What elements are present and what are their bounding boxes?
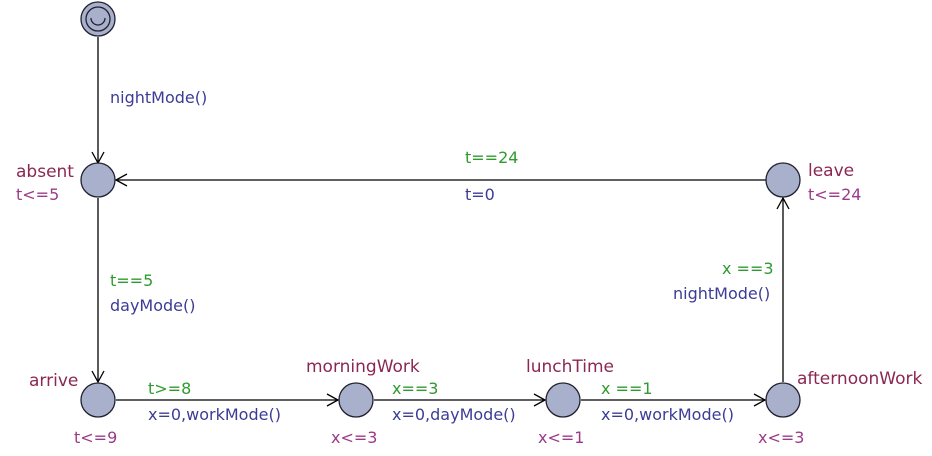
guard-t-ge-8: t>=8 [148,379,191,398]
label-lunchtime: lunchTime [526,357,614,377]
initial-location[interactable] [80,1,116,37]
initial-marker-icon [90,17,106,26]
update-t-reset: t=0 [465,185,495,204]
location-absent[interactable] [80,162,116,198]
edge-morningwork-to-lunchtime[interactable] [374,393,547,407]
edge-arrive-to-morningwork[interactable] [116,393,340,407]
edge-afternoonwork-to-leave[interactable] [776,196,790,382]
guard-t-eq-5: t==5 [110,271,153,290]
sync-nightmode-initial: nightMode() [110,88,207,107]
sync-daymode: dayMode() [110,296,196,315]
update-arrive-morning: x=0,workMode() [148,405,281,424]
location-arrive[interactable] [80,382,116,418]
location-leave[interactable] [765,162,801,198]
invariant-absent: t<=5 [16,185,59,204]
sync-nightmode-afternoon: nightMode() [673,284,770,303]
location-afternoonwork[interactable] [765,382,801,418]
label-leave: leave [808,161,854,181]
label-arrive: arrive [29,371,78,391]
guard-t-eq-24: t==24 [465,148,518,167]
location-morningwork[interactable] [338,382,374,418]
location-lunchtime[interactable] [545,382,581,418]
label-absent: absent [16,162,74,182]
edge-lunchtime-to-afternoonwork[interactable] [581,393,767,407]
guard-x-eq-3-afternoon: x ==3 [722,259,774,278]
update-morning-lunch: x=0,dayMode() [392,405,516,424]
guard-x-eq-3-morning: x==3 [392,379,438,398]
invariant-lunchtime: x<=1 [538,428,584,447]
edge-initial-to-absent[interactable] [91,37,105,165]
update-lunch-afternoon: x=0,workMode() [601,405,734,424]
invariant-morningwork: x<=3 [331,428,377,447]
invariant-afternoonwork: x<=3 [758,428,804,447]
invariant-leave: t<=24 [808,185,861,204]
label-morningwork: morningWork [306,357,420,377]
guard-x-eq-1: x ==1 [601,379,653,398]
label-afternoonwork: afternoonWork [797,369,922,389]
edge-leave-to-absent[interactable] [114,173,766,187]
invariant-arrive: t<=9 [74,428,117,447]
edge-absent-to-arrive[interactable] [91,198,105,384]
